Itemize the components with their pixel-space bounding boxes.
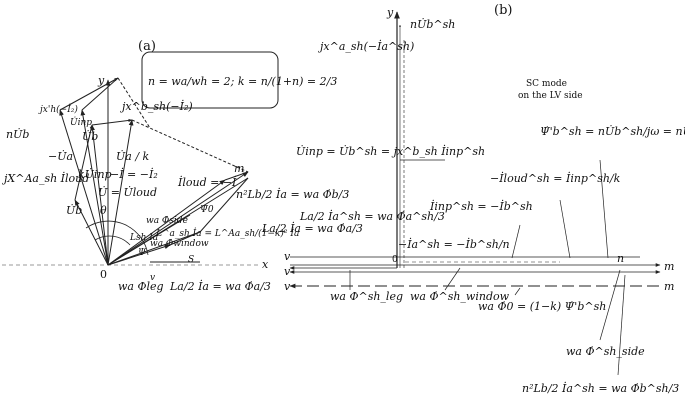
label-i-inp-eq: İinp^sh = −İb^sh [429, 199, 533, 213]
label-u-inp-top: U̇inp [70, 116, 92, 128]
mode-line1: SC mode [526, 79, 567, 89]
label-ub-low: U̇b [66, 204, 82, 217]
leader-psi [599, 159, 609, 259]
label-n-b: n [617, 252, 624, 265]
label-w-phi-leg-sh: wa Φ^sh_leg [330, 290, 403, 303]
label-w-phi-side: wa Φ̇side [146, 216, 188, 226]
leader-i-inp [511, 224, 521, 259]
label-s: S [188, 255, 194, 265]
drop-l-big [199, 177, 249, 233]
leader-lines [349, 159, 626, 376]
leader-window [444, 267, 461, 291]
label-ub-top: U̇b [82, 130, 98, 143]
phasor-nub [59, 109, 109, 266]
drop-dashed-2 [131, 119, 249, 173]
label-psi-tip: Ψ̇0 [200, 205, 214, 215]
panel-b: (b) y 0 v v v m m n n [284, 3, 685, 395]
phasor-ua-k [107, 119, 134, 266]
label-ia-sh-eq: −İa^sh = −İb^sh/n [398, 237, 510, 251]
phasor-window [107, 214, 191, 266]
label-ua-k: U̇a / k [116, 150, 150, 163]
panel-b-label: (b) [494, 3, 512, 18]
drop-k [74, 124, 93, 201]
leader-n2lb [617, 274, 626, 376]
label-w-phi0-eq: wa Φ̇0 = (1−k) Ψ̇'b^sh [478, 300, 606, 313]
label-u-inp-eq: U̇inp = U̇b^sh = jx^b_sh İinp^sh [296, 144, 485, 158]
label-v-b3: v [284, 280, 291, 293]
label-n2lb: n²Lb/2 İa = wa Φ̇b/3 [236, 187, 349, 201]
label-theta: θ [100, 204, 107, 217]
label-la2-eq: La/2 İa = wa Φ̇a/3 [261, 221, 363, 235]
drop-polygon [59, 77, 249, 263]
drop-top [81, 77, 119, 111]
label-minus-ua: −U̇a [48, 150, 73, 163]
label-minus-i-eq: −İ = −İ₂ [110, 167, 158, 181]
label-n-ub: nU̇b [6, 128, 29, 141]
label-big-frac: L^a_sh İa = L^Aa_sh/(1−k)² İa [155, 227, 299, 239]
label-k-u-inp: kU̇inp [78, 168, 112, 181]
drop-jx-minus-i [59, 77, 119, 111]
leader-phi0 [514, 287, 521, 296]
label-w-phi-window-sh: wa Φ̇^sh_window [410, 290, 510, 303]
panel-a: (a) n = wa/wh = 2; k = n/(1+n) = 2/3 x y… [1, 39, 363, 293]
x-axis-label-a: x [262, 258, 269, 271]
label-jxh-b: jx^b_sh(−İ₂) [119, 99, 193, 113]
label-jx-aa-loud: jX^Aa_sh İloud [1, 171, 89, 185]
drop-la [169, 231, 201, 246]
phasor-ub [90, 124, 109, 266]
label-m-a: m [234, 162, 244, 175]
phasor-uinp [80, 109, 109, 266]
label-psi-b-eq: Ψ̇'b^sh = nU̇b^sh/jω = nU̇inp/jω [540, 125, 685, 138]
label-jxh-minus-i: jx'h(−İ₂) [38, 103, 78, 115]
label-la2-sh: La/2 İa^sh = wa Φ̇a^sh/3 [299, 209, 445, 223]
leader-side [599, 269, 621, 341]
origin-label-b: 0 [392, 255, 398, 265]
label-la2-bottom: La/2 İa = wa Φ̇a/3 [169, 279, 271, 293]
origin-label-a: 0 [100, 268, 107, 281]
phasor-iloud [107, 179, 226, 266]
angle-theta-arc [94, 235, 131, 246]
label-la-ia: Lsh Ia [129, 233, 158, 243]
drop-lb [224, 171, 249, 181]
drop-minus-ua [91, 118, 133, 126]
label-w-phi-side-sh: wa Φ̇^sh_side [566, 345, 645, 358]
label-m-b1: m [664, 260, 674, 273]
phasor-ub-low [74, 199, 109, 266]
y-axis-label-b: y [386, 6, 394, 19]
panel-a-label: (a) [138, 39, 156, 54]
label-u-eq-uloud: U̇ = U̇loud [98, 186, 157, 199]
label-i-loud-eq: −İloud^sh = İinp^sh/k [490, 171, 621, 185]
phasor-side [107, 231, 201, 266]
mode-line2: on the LV side [518, 91, 583, 101]
angle-psi-arc [85, 220, 149, 256]
label-m-b2: m [664, 280, 674, 293]
label-v-b2: v [284, 265, 291, 278]
leader-i-loud [559, 199, 571, 259]
label-n-ub-sh: nU̇b^sh [410, 18, 455, 31]
formula-box [141, 51, 279, 109]
label-v-b1: v [284, 250, 291, 263]
label-jx-a-sh: jx^a_sh(−İa^sh) [317, 39, 414, 53]
phasor-fan [59, 109, 249, 266]
label-n2lb-sh: n²Lb/2 İa^sh = wa Φ̇b^sh/3 [522, 381, 679, 395]
label-w-phi-leg: wa Φleg [118, 280, 164, 293]
label-w-phi-window: wa Φ̇window [150, 239, 209, 249]
phasor-m [107, 171, 249, 266]
label-v-a: v [150, 273, 155, 283]
label-psi: Ψ [138, 248, 147, 258]
label-i-loud: İloud = −İ [177, 175, 237, 189]
y-axis-label-a: y [97, 74, 105, 87]
formula-text: n = wa/wh = 2; k = n/(1+n) = 2/3 [148, 75, 337, 88]
